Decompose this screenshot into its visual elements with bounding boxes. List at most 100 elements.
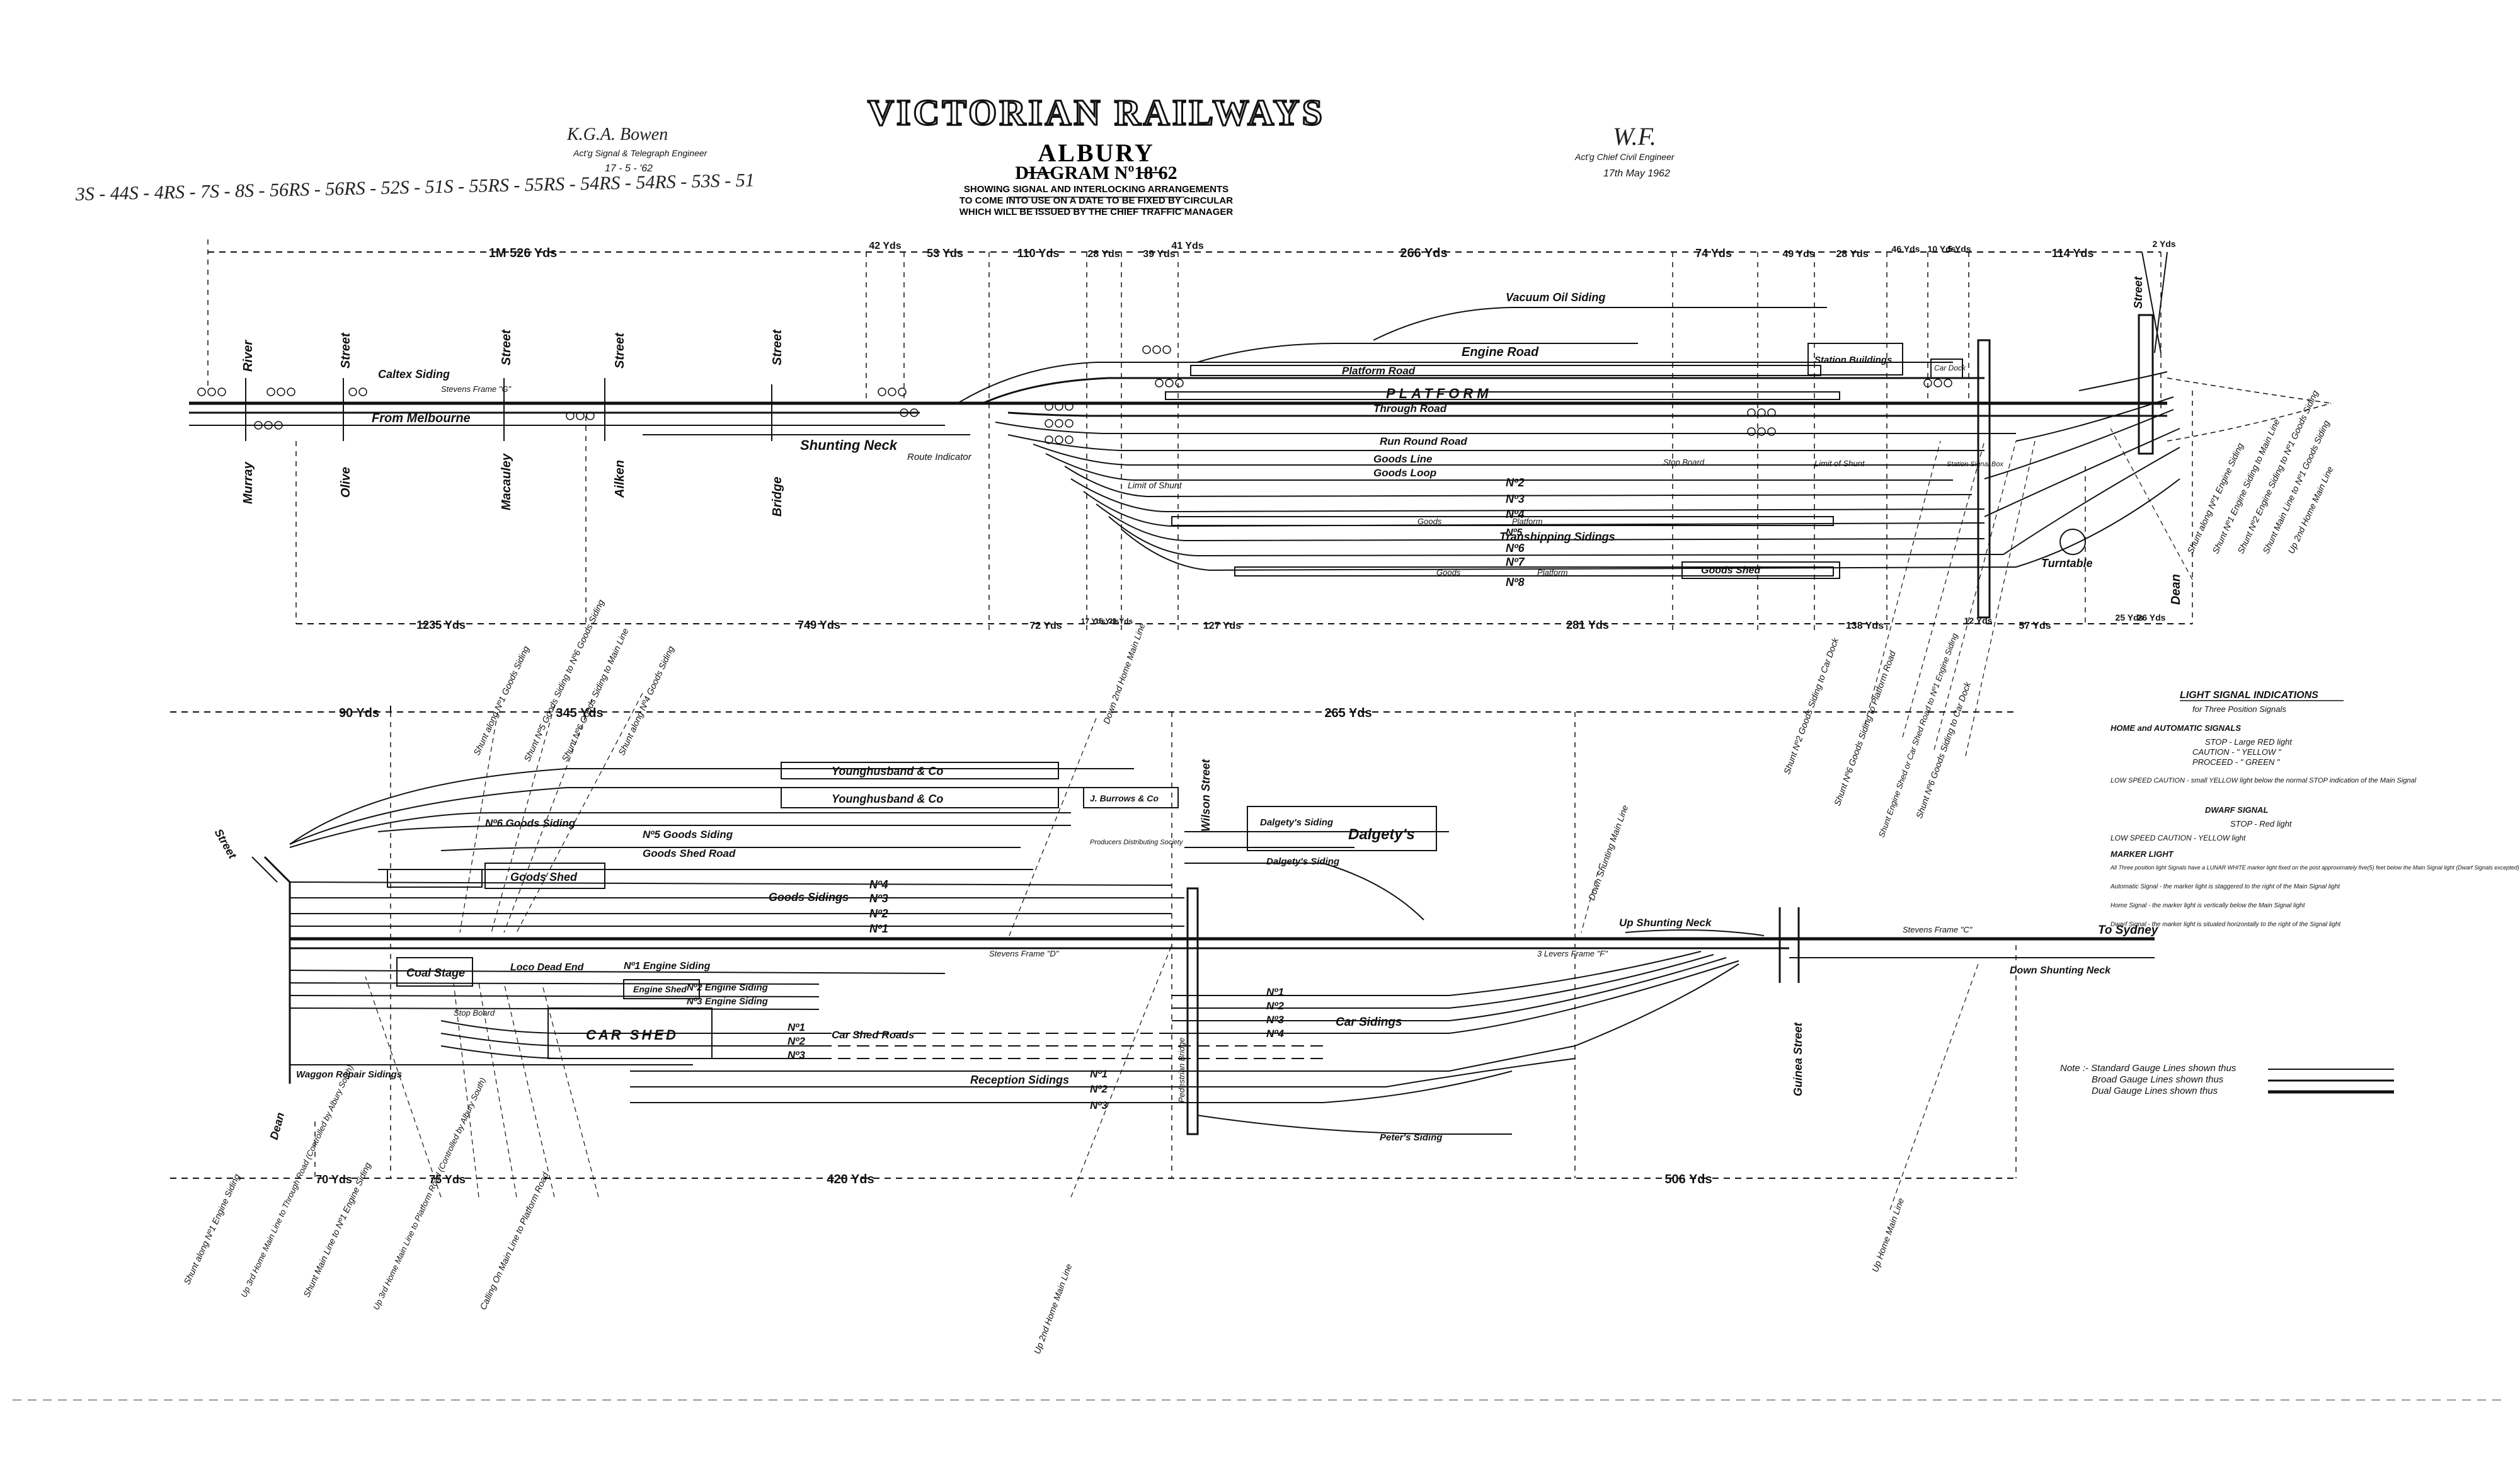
subtitle-2: TO COME INTO USE ON A DATE TO BE FIXED B… bbox=[959, 195, 1233, 206]
reception-no1: Nº1 bbox=[1090, 1068, 1108, 1080]
through-road-label: Through Road bbox=[1373, 403, 1447, 415]
siding-no4: Nº4 bbox=[1506, 508, 1525, 520]
legend-title: LIGHT SIGNAL INDICATIONS bbox=[2180, 690, 2318, 701]
street-ailken-st: Street bbox=[613, 332, 627, 369]
route-indicator-label: Route Indicator bbox=[907, 452, 972, 462]
reception-label: Reception Sidings bbox=[970, 1074, 1069, 1086]
dim-bot-2: 749 Yds bbox=[798, 619, 840, 631]
top-labels: 1M 526 Yds 42 Yds 53 Yds 110 Yds 28 Yds … bbox=[241, 239, 2183, 631]
low-dim-75: 75 Yds bbox=[429, 1173, 466, 1186]
dim-bot-1: 1235 Yds bbox=[416, 619, 466, 631]
dim-bot-9: 138 Yds bbox=[1846, 621, 1884, 631]
title: VICTORIAN RAILWAYS bbox=[868, 92, 1325, 133]
diagram-number: DIAGRAM Nº18'62 bbox=[1015, 163, 1177, 183]
limit-shunt2-label: Limit of Shunt bbox=[1814, 459, 1865, 468]
guinea-street-label: Guinea Street bbox=[1792, 1022, 1804, 1096]
dim-bot-6: 21 Yds bbox=[1109, 617, 1133, 626]
limit-shunt-label: Limit of Shunt bbox=[1128, 480, 1183, 490]
subtitle-1: SHOWING SIGNAL AND INTERLOCKING ARRANGEM… bbox=[964, 184, 1228, 195]
coal-stage-label: Coal Stage bbox=[406, 967, 465, 979]
right-role: Act'g Chief Civil Engineer bbox=[1574, 152, 1675, 162]
shunting-neck-label: Shunting Neck bbox=[800, 437, 898, 453]
stop-board-top-label: Stop Board bbox=[1663, 457, 1705, 467]
goods-no4: Nº4 bbox=[869, 878, 888, 891]
dalgety-siding-label: Dalgety's Siding bbox=[1260, 817, 1333, 828]
wilson-street-label: Wilson Street bbox=[1200, 759, 1212, 832]
dim-top-8: 266 Yds bbox=[1400, 246, 1447, 260]
platform2-label: Platform bbox=[1512, 517, 1543, 526]
from-melbourne-label: From Melbourne bbox=[372, 411, 471, 425]
reception-no3: Nº3 bbox=[1090, 1099, 1108, 1111]
siding-no6: Nº6 bbox=[1506, 542, 1525, 554]
dim-top-14: 5 Yds bbox=[1947, 244, 1971, 254]
stevens-d-label: Stevens Frame "D" bbox=[989, 949, 1060, 958]
younghusband-1: Younghusband & Co bbox=[832, 765, 943, 777]
eng3-label: Nº3 Engine Siding bbox=[687, 996, 768, 1007]
goods-plat-label: Goods bbox=[1418, 517, 1442, 526]
goods-line-label: Goods Line bbox=[1373, 453, 1433, 465]
no5-goods-label: Nº5 Goods Siding bbox=[643, 829, 733, 841]
goods-shed-road-label: Goods Shed Road bbox=[643, 847, 736, 859]
car-shed-no1: Nº1 bbox=[788, 1021, 805, 1033]
siding-no7: Nº7 bbox=[1506, 556, 1525, 568]
legend-subtitle: for Three Position Signals bbox=[2192, 704, 2286, 714]
dim-top-13: 10 Yds bbox=[1928, 244, 1956, 254]
legend-home-auto: HOME and AUTOMATIC SIGNALS bbox=[2110, 723, 2241, 733]
subtitle-3: WHICH WILL BE ISSUED BY THE CHIEF TRAFFI… bbox=[959, 207, 1234, 217]
peters-label: Peter's Siding bbox=[1380, 1132, 1442, 1143]
legend: LIGHT SIGNAL INDICATIONS for Three Posit… bbox=[2060, 690, 2519, 1096]
low-dim-420: 420 Yds bbox=[827, 1173, 874, 1186]
street-macauley: Macauley bbox=[500, 453, 513, 510]
dim-top-5: 28 Yds bbox=[1087, 249, 1120, 260]
dim-top-12: 46 Yds bbox=[1892, 244, 1920, 254]
left-signature: K.G.A. Bowen bbox=[566, 125, 668, 144]
car-shed-label: CAR SHED bbox=[586, 1027, 679, 1043]
platform3-label: Platform bbox=[1537, 568, 1568, 577]
dim-bot-13: 26 Yds bbox=[2138, 612, 2166, 622]
low-dim-265: 265 Yds bbox=[1324, 706, 1372, 720]
engine-shed-label: Engine Shed bbox=[633, 984, 687, 994]
goods-shed-label: Goods Shed bbox=[510, 871, 578, 883]
platform-label: PLATFORM bbox=[1386, 386, 1492, 401]
car-shed-no2: Nº2 bbox=[788, 1035, 805, 1047]
lead-lines bbox=[365, 428, 2193, 1210]
no6-goods-label: Nº6 Goods Siding bbox=[485, 817, 576, 829]
down-shunting-neck-label: Down Shunting Neck bbox=[2010, 965, 2111, 976]
car-sidings-no4: Nº4 bbox=[1266, 1028, 1284, 1040]
car-sidings-no2: Nº2 bbox=[1266, 1000, 1284, 1012]
dim-top-15: 114 Yds bbox=[2052, 247, 2094, 260]
caltex-label: Caltex Siding bbox=[378, 368, 450, 381]
street-river: River bbox=[241, 340, 255, 372]
legend-auto-sig: Automatic Signal - the marker light is s… bbox=[2110, 883, 2340, 890]
siding-no3: Nº3 bbox=[1506, 493, 1525, 505]
car-sidings-label: Car Sidings bbox=[1336, 1016, 1402, 1029]
dim-bot-11: 57 Yds bbox=[2019, 621, 2051, 631]
stevens-c-label: Stevens Frame "C" bbox=[1903, 925, 1973, 934]
legend-low-speed: LOW SPEED CAUTION - small YELLOW light b… bbox=[2110, 777, 2417, 784]
platform-road-label: Platform Road bbox=[1342, 365, 1416, 377]
legend-home-sig: Home Signal - the marker light is vertic… bbox=[2110, 902, 2306, 909]
low-dim-90: 90 Yds bbox=[339, 706, 379, 720]
goods2-label: Goods bbox=[1436, 568, 1461, 577]
dim-top-7: 41 Yds bbox=[1171, 241, 1203, 251]
station-buildings-label: Station Buildings bbox=[1814, 355, 1892, 365]
engine-road-label: Engine Road bbox=[1462, 345, 1539, 359]
waggon-label: Waggon Repair Sidings bbox=[296, 1069, 402, 1080]
lower-layout bbox=[170, 706, 2155, 1179]
dim-bot-3: 72 Yds bbox=[1029, 621, 1062, 631]
legend-caution: CAUTION - " YELLOW " bbox=[2192, 747, 2282, 757]
legend-marker: MARKER LIGHT bbox=[2110, 849, 2174, 859]
car-sidings-no3: Nº3 bbox=[1266, 1014, 1284, 1026]
dim-bot-10: 12 Yds bbox=[1964, 616, 1993, 626]
dim-bot-5: 15 Yds bbox=[1095, 617, 1120, 626]
legend-stop: STOP - Large RED light bbox=[2205, 737, 2293, 747]
top-layout bbox=[189, 239, 2332, 630]
street-dean: Dean bbox=[2169, 574, 2183, 605]
signals bbox=[197, 345, 1952, 444]
place-name: ALBURY bbox=[1038, 139, 1155, 167]
left-role: Act'g Signal & Telegraph Engineer bbox=[573, 148, 708, 158]
producers-label: Producers Distributing Society bbox=[1090, 839, 1184, 846]
street-olive: Olive bbox=[339, 467, 353, 498]
eng1-label: Nº1 Engine Siding bbox=[624, 961, 711, 972]
dalgety-siding2-label: Dalgety's Siding bbox=[1266, 856, 1339, 867]
